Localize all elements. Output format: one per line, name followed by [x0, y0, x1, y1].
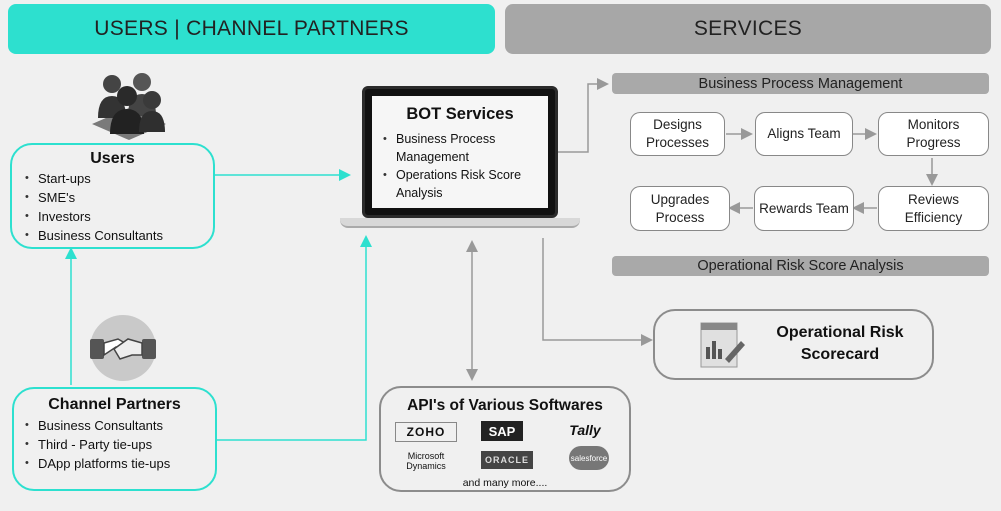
bot-to-scorecard-arrow [542, 238, 653, 346]
users-item: Investors [22, 207, 213, 226]
channel-partners-box: Channel Partners Business Consultants Th… [12, 387, 217, 491]
zoho-logo: ZOHO [395, 422, 457, 442]
users-item: SME's [22, 188, 213, 207]
scorecard-report-icon [695, 319, 747, 371]
ora-bar-label: Operational Risk Score Analysis [697, 258, 904, 274]
sap-logo: SAP [481, 421, 523, 441]
bot-services-title: BOT Services [406, 105, 514, 123]
scorecard-title: Operational Risk Scorecard [776, 324, 904, 363]
partners-item: Third - Party tie-ups [22, 435, 215, 454]
step-rewards-team: Rewards Team [754, 186, 854, 231]
users-box: Users Start-ups SME's Investors Business… [10, 143, 215, 249]
users-header-label: USERS | CHANNEL PARTNERS [94, 17, 409, 40]
handshake-icon [88, 313, 158, 383]
bot-to-bpm-arrow [557, 78, 609, 153]
users-item: Business Consultants [22, 226, 213, 245]
oracle-logo: ORACLE [481, 451, 533, 469]
step-designs-processes: Designs Processes [630, 112, 725, 156]
step-aligns-team: Aligns Team [755, 112, 853, 156]
partners-item: DApp platforms tie-ups [22, 454, 215, 473]
apis-footer: and many more.... [462, 477, 548, 489]
users-item: Start-ups [22, 169, 213, 188]
scorecard-box: Operational Risk Scorecard [653, 309, 934, 380]
users-channel-partners-header: USERS | CHANNEL PARTNERS [8, 4, 495, 54]
services-header: SERVICES [505, 4, 991, 54]
operational-risk-bar: Operational Risk Score Analysis [612, 256, 989, 276]
step-reviews-efficiency: Reviews Efficiency [878, 186, 989, 231]
users-group-icon [84, 66, 174, 142]
users-title: Users [90, 150, 135, 167]
bot-service-item: Operations Risk Score Analysis [380, 166, 542, 202]
step-monitors-progress: Monitors Progress [878, 112, 989, 156]
bot-service-item: Business Process Management [380, 130, 542, 166]
apis-title: API's of Various Softwares [407, 397, 603, 414]
bpm-bar-label: Business Process Management [698, 75, 903, 92]
services-header-label: SERVICES [693, 17, 803, 40]
step-upgrades-process: Upgrades Process [630, 186, 730, 231]
tally-logo: Tally [569, 422, 601, 438]
partners-to-bot-arrow [216, 235, 372, 441]
laptop-icon: BOT Services Business Process Management… [340, 86, 580, 231]
partners-item: Business Consultants [22, 416, 215, 435]
microsoft-dynamics-logo: Microsoft Dynamics [406, 451, 446, 471]
apis-box: API's of Various Softwares ZOHO SAP Tall… [379, 386, 631, 492]
channel-partners-title: Channel Partners [48, 396, 181, 413]
salesforce-logo: salesforce [569, 446, 609, 470]
bpm-bar: Business Process Management [612, 73, 989, 94]
